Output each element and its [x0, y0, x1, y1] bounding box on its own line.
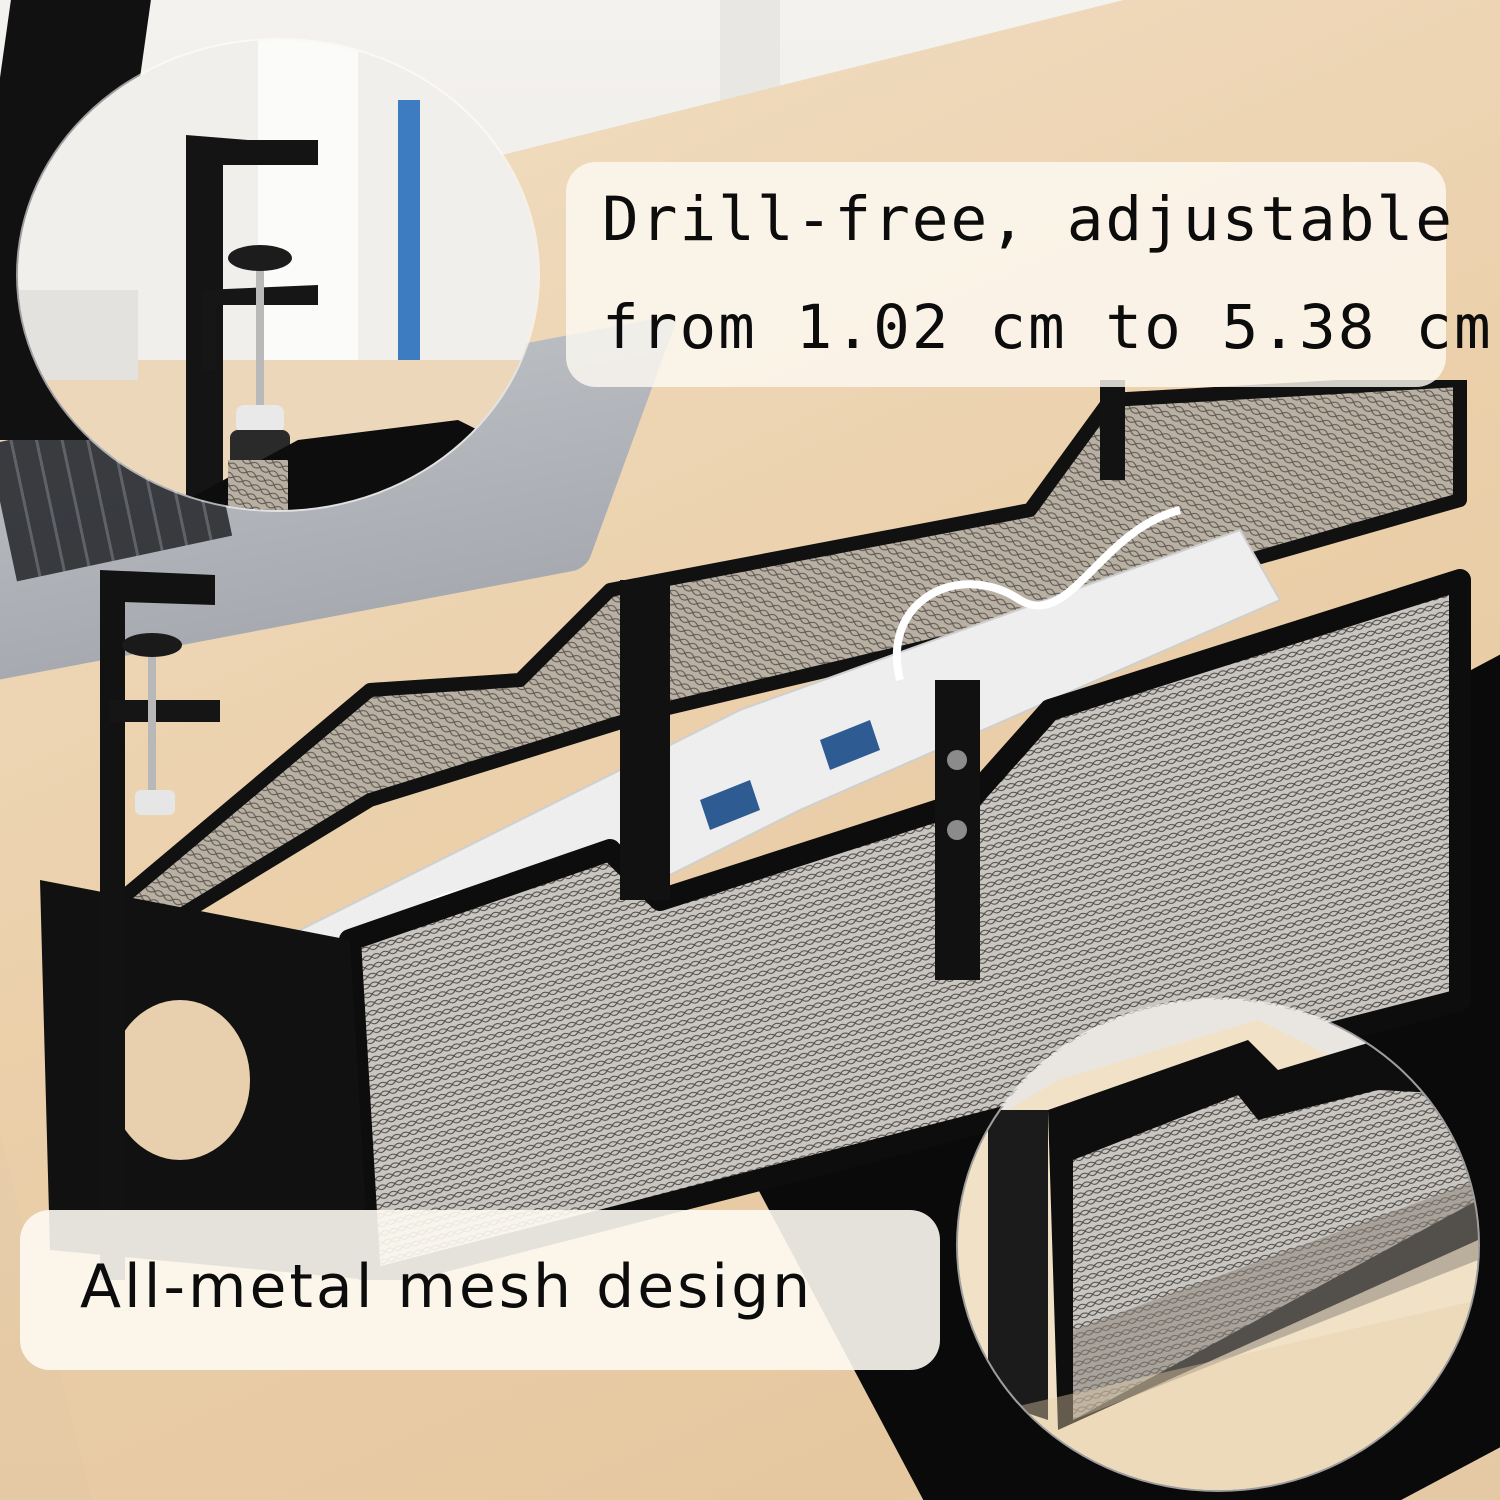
- clamp-bracket-closeup-illustration: [18, 40, 538, 510]
- callout-headline: Drill-free, adjustable: [602, 184, 1454, 255]
- clamp-detail-view: [18, 40, 538, 510]
- mesh-panel-closeup-illustration: [958, 1000, 1478, 1490]
- cable-tray-illustration: [40, 100, 1471, 1381]
- adjustable-range-callout: Drill-free, adjustable from 1.02 cm to 5…: [566, 162, 1491, 387]
- callout-material-text: All-metal mesh design: [80, 1252, 814, 1322]
- cable-tray: [40, 100, 1500, 1381]
- material-callout: All-metal mesh design: [20, 1210, 940, 1370]
- callout-range-text: from 1.02 cm to 5.38 cm: [602, 292, 1493, 363]
- mesh-detail-view: [958, 1000, 1478, 1490]
